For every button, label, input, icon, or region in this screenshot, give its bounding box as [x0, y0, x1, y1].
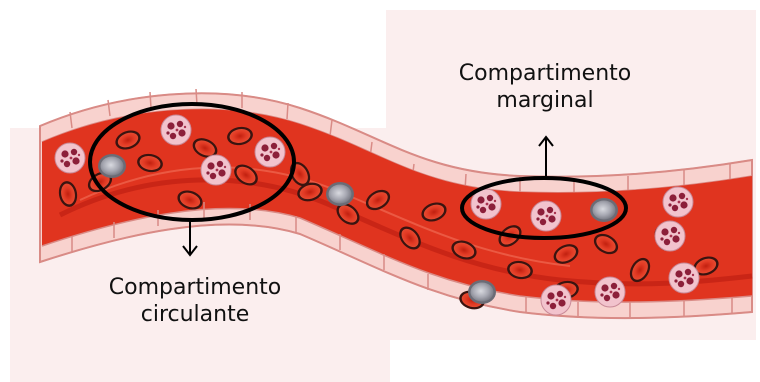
neutrophil [55, 143, 85, 173]
monocyte [98, 154, 126, 178]
monocyte [590, 198, 618, 222]
marginal-compartment-label: Compartimento marginal [416, 60, 674, 114]
neutrophil [531, 201, 561, 231]
circulating-compartment-label: Compartimento circulante [70, 274, 320, 328]
monocyte [468, 280, 496, 304]
neutrophil [669, 263, 699, 293]
neutrophil [663, 187, 693, 217]
circulating-label-line1: Compartimento [70, 274, 320, 301]
monocyte [326, 182, 354, 206]
neutrophil [201, 155, 231, 185]
neutrophil [655, 221, 685, 251]
neutrophil [595, 277, 625, 307]
neutrophil [255, 137, 285, 167]
neutrophil [161, 115, 191, 145]
neutrophil [541, 285, 571, 315]
marginal-label-line2: marginal [416, 87, 674, 114]
circulating-label-line2: circulante [70, 301, 320, 328]
marginal-label-line1: Compartimento [416, 60, 674, 87]
